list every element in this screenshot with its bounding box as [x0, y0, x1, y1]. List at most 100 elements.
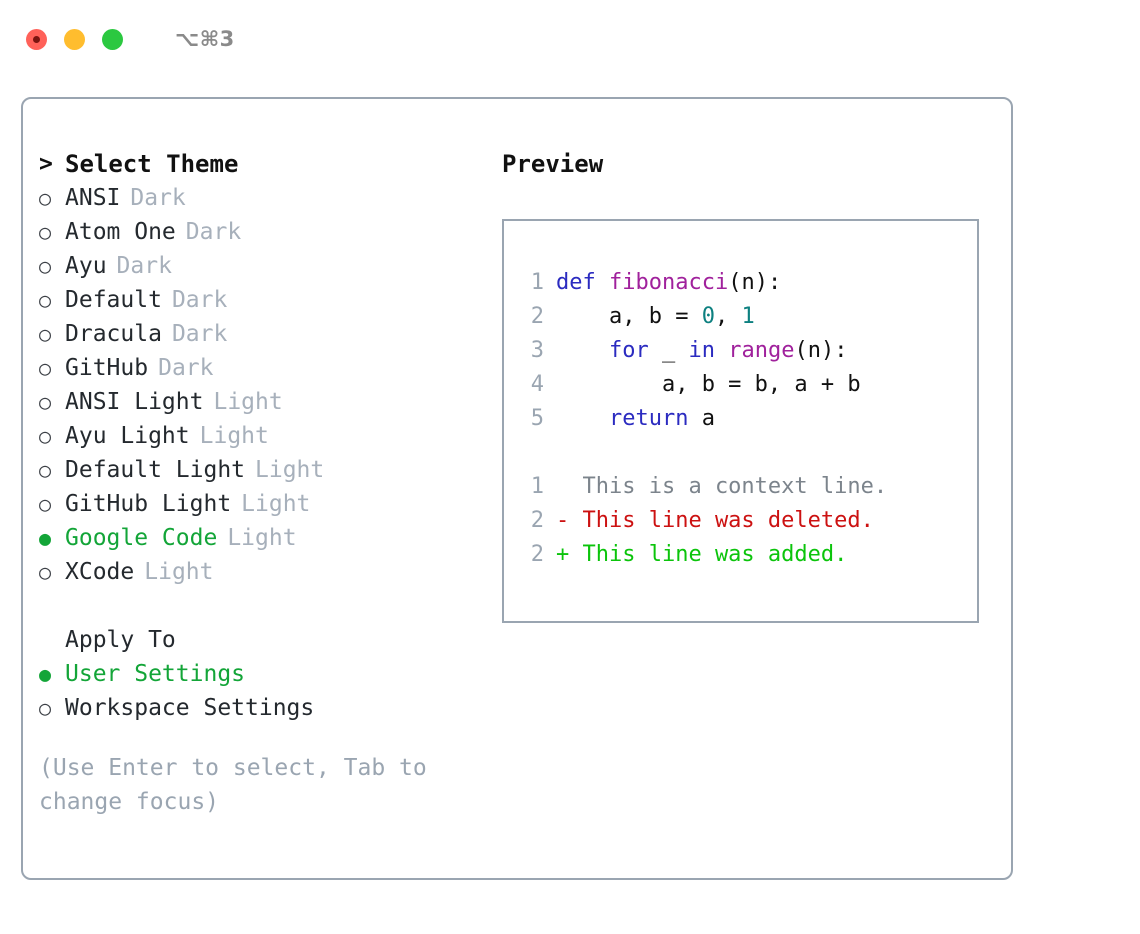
apply-to-row[interactable]: ○ Workspace Settings — [39, 691, 489, 725]
close-window-button[interactable] — [26, 28, 47, 50]
diff-line: 2 + This line was added. — [518, 538, 977, 572]
line-number: 1 — [530, 474, 544, 499]
theme-variant-badge: Light — [227, 525, 297, 551]
theme-name: ANSI — [65, 185, 121, 211]
code-token: range — [728, 338, 795, 363]
diff-text: + This line was added. — [556, 542, 848, 567]
code-text: a, b = b, a + b — [556, 368, 861, 402]
theme-row[interactable]: ○ Default Light Light — [39, 453, 489, 487]
code-line: 1 def fibonacci(n): — [518, 266, 977, 300]
radio-unselected-icon[interactable]: ○ — [39, 186, 52, 210]
theme-row[interactable]: ○ Dracula Dark — [39, 317, 489, 351]
radio-unselected-icon[interactable]: ○ — [39, 560, 52, 584]
line-number: 3 — [530, 338, 544, 363]
radio-unselected-icon[interactable]: ○ — [39, 356, 52, 380]
diff-line: 1 This is a context line. — [518, 470, 977, 504]
code-token: for — [608, 338, 649, 363]
keyboard-hint: (Use Enter to select, Tab to change focu… — [39, 755, 427, 815]
code-token: , — [714, 304, 742, 329]
code-token — [556, 406, 609, 431]
code-text: def fibonacci(n): — [556, 266, 781, 300]
preview-title: Preview — [502, 150, 604, 178]
code-text: return a — [556, 402, 715, 436]
code-diff-gap — [518, 436, 977, 470]
code-token: in — [688, 338, 715, 363]
radio-unselected-icon[interactable]: ○ — [39, 424, 52, 448]
apply-to-list: ● User Settings ○ Workspace Settings — [39, 657, 489, 725]
title-bar: ⌥⌘3 — [0, 0, 1140, 78]
code-token — [556, 338, 609, 363]
code-line: 2 a, b = 0, 1 — [518, 300, 977, 334]
diff-text: - This line was deleted. — [556, 508, 874, 533]
code-token: a, b = — [556, 304, 702, 329]
apply-to-row[interactable]: ● User Settings — [39, 657, 489, 691]
line-number: 4 — [530, 372, 544, 397]
minimize-window-button[interactable] — [64, 28, 85, 50]
theme-name: Ayu — [65, 253, 107, 279]
diff-text: This is a context line. — [556, 474, 888, 499]
list-spacer — [39, 589, 489, 623]
code-token: def — [556, 270, 609, 295]
theme-name: GitHub — [65, 355, 149, 381]
radio-unselected-icon[interactable]: ○ — [39, 492, 52, 516]
theme-variant-badge: Light — [144, 559, 214, 585]
code-token: (n): — [794, 338, 848, 363]
theme-name: GitHub Light — [65, 491, 232, 517]
radio-selected-icon[interactable]: ● — [39, 662, 52, 686]
radio-unselected-icon[interactable]: ○ — [39, 390, 52, 414]
zoom-window-button[interactable] — [102, 28, 123, 50]
radio-unselected-icon[interactable]: ○ — [39, 458, 52, 482]
radio-unselected-icon[interactable]: ○ — [39, 288, 52, 312]
window-controls — [26, 28, 123, 50]
line-number: 2 — [530, 508, 544, 533]
theme-variant-badge: Dark — [185, 219, 242, 245]
theme-variant-badge: Dark — [116, 253, 172, 279]
line-number: 5 — [530, 406, 544, 431]
theme-variant-badge: Dark — [158, 355, 214, 381]
code-token: fibonacci — [608, 270, 729, 295]
radio-unselected-icon[interactable]: ○ — [39, 696, 52, 720]
theme-row[interactable]: ○ Atom One Dark — [39, 215, 489, 249]
code-token: _ — [648, 338, 689, 363]
radio-unselected-icon[interactable]: ○ — [39, 322, 52, 346]
code-token: return — [608, 406, 689, 431]
theme-variant-badge: Light — [255, 457, 325, 483]
code-line: 4 a, b = b, a + b — [518, 368, 977, 402]
radio-selected-icon[interactable]: ● — [39, 526, 52, 550]
code-text: for _ in range(n): — [556, 334, 847, 368]
line-number: 2 — [530, 304, 544, 329]
theme-row[interactable]: ○ ANSI Dark — [39, 181, 489, 215]
shortcut-label: ⌥⌘3 — [175, 27, 235, 51]
apply-to-name: User Settings — [65, 661, 246, 687]
theme-row[interactable]: ○ XCode Light — [39, 555, 489, 589]
theme-row[interactable]: ● Google Code Light — [39, 521, 489, 555]
radio-unselected-icon[interactable]: ○ — [39, 254, 52, 278]
line-number: 1 — [530, 270, 544, 295]
theme-name: ANSI Light — [65, 389, 204, 415]
theme-name: XCode — [65, 559, 135, 585]
theme-variant-badge: Light — [199, 423, 269, 449]
code-line: 5 return a — [518, 402, 977, 436]
theme-name: Dracula — [65, 321, 162, 347]
theme-name: Atom One — [65, 219, 176, 245]
theme-variant-badge: Dark — [171, 321, 228, 347]
code-token — [715, 338, 728, 363]
apply-to-name: Workspace Settings — [65, 695, 315, 721]
theme-variant-badge: Dark — [130, 185, 186, 211]
theme-variant-badge: Dark — [171, 287, 228, 313]
theme-name: Default Light — [65, 457, 246, 483]
theme-name: Google Code — [65, 525, 218, 551]
theme-row[interactable]: ○ GitHub Dark — [39, 351, 489, 385]
theme-row[interactable]: ○ Ayu Dark — [39, 249, 489, 283]
radio-unselected-icon[interactable]: ○ — [39, 220, 52, 244]
line-number: 2 — [530, 542, 544, 567]
select-theme-header: > Select Theme — [39, 147, 489, 181]
